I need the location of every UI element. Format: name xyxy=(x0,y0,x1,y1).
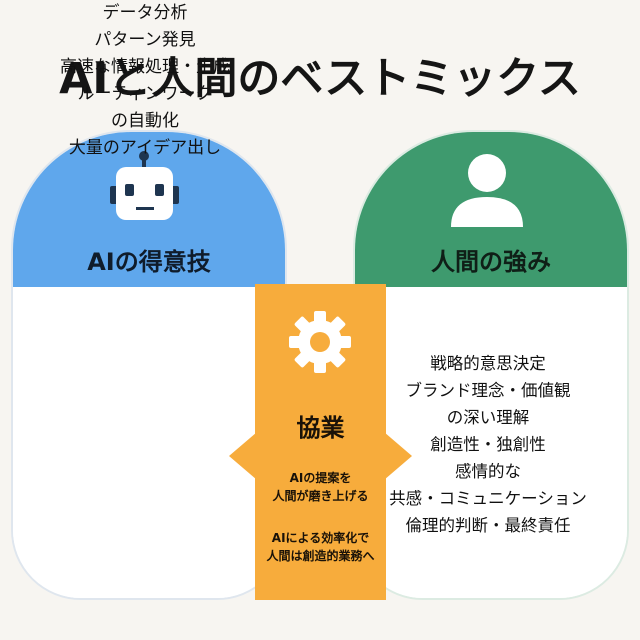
list-item: 戦略的意思決定 xyxy=(430,354,546,373)
list-item: ブランド理念・価値観 xyxy=(405,381,571,400)
person-icon xyxy=(451,154,523,227)
list-item: 高速な情報処理・生成 xyxy=(60,57,230,77)
list-item: データ分析 xyxy=(102,3,188,23)
list-item: の自動化 xyxy=(111,111,179,131)
list-item: 倫理的判断・最終責任 xyxy=(405,516,571,535)
robot-icon xyxy=(110,151,179,220)
page-title: AIと人間のベストミックス xyxy=(59,54,581,104)
list-item: 感情的な xyxy=(455,462,521,481)
collab-text-2: AIによる効率化で 人間は創造的業務へ xyxy=(255,529,386,565)
collab-line: 人間は創造的業務へ xyxy=(266,549,375,563)
collab-line: AIによる効率化で xyxy=(271,531,370,545)
list-item: 創造性・独創性 xyxy=(430,435,546,454)
collab-label: 協業 xyxy=(296,414,345,442)
list-item: 大量のアイデア出し xyxy=(68,138,222,158)
collab-text-1: AIの提案を 人間が磨き上げる xyxy=(255,469,386,505)
arrow-right-icon xyxy=(384,432,412,480)
list-item: ルーティンワーク xyxy=(77,84,213,104)
human-panel-label: 人間の強み xyxy=(431,248,551,276)
human-strengths-list: 戦略的意思決定 ブランド理念・価値観 の深い理解 創造性・独創性 感情的な 共感… xyxy=(350,350,626,539)
gear-icon xyxy=(289,311,351,373)
list-item: 共感・コミュニケーション xyxy=(389,489,587,508)
ai-panel-label: AIの得意技 xyxy=(87,248,211,276)
list-item: パターン発見 xyxy=(94,30,196,50)
collab-line: AIの提案を xyxy=(289,471,352,485)
ai-strengths-list: データ分析 パターン発見 高速な情報処理・生成 ルーティンワーク の自動化 大量… xyxy=(7,0,283,162)
list-item: の深い理解 xyxy=(446,408,530,427)
collab-line: 人間が磨き上げる xyxy=(272,489,369,503)
arrow-left-icon xyxy=(229,432,257,480)
